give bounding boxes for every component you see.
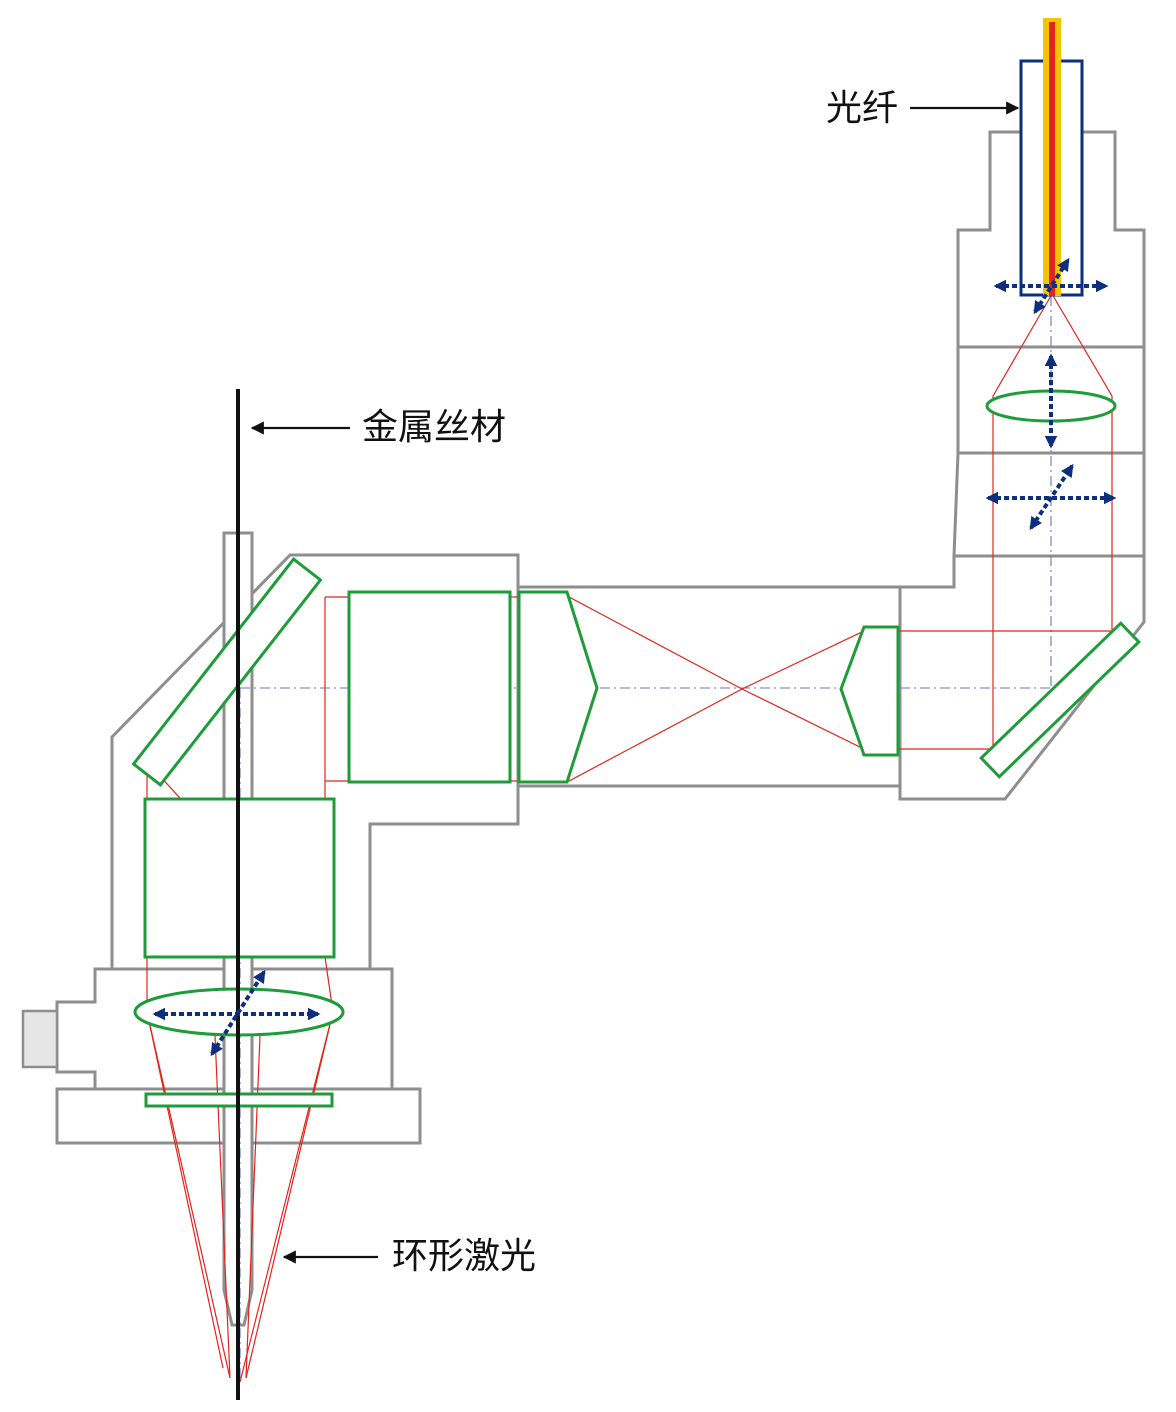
turning-mirror-housing <box>898 554 1146 801</box>
beam-shaping-block-upper <box>347 590 512 784</box>
adjustment-arrows <box>152 257 1117 1057</box>
adjust-stage-housing <box>952 451 1146 558</box>
turning-mirror-lower <box>131 556 323 788</box>
callout-pointers <box>250 101 1020 1264</box>
axicon-prism <box>517 590 599 784</box>
ring-laser-label: 环形激光 <box>392 1236 537 1277</box>
focus-y-adjust-arrow <box>210 969 266 1057</box>
stage-y-adjust-arrow <box>1029 463 1074 531</box>
axicon-negative <box>839 625 900 757</box>
fiber-core <box>1049 22 1055 296</box>
turning-mirror-upper <box>979 621 1141 779</box>
wire-label: 金属丝材 <box>362 407 507 448</box>
fiber-assembly <box>1019 18 1084 297</box>
optics <box>131 389 1141 1108</box>
connector-plug <box>21 1009 59 1069</box>
fiber-label: 光纤 <box>826 88 899 129</box>
fiber-y-adjust-arrow <box>1033 257 1070 315</box>
